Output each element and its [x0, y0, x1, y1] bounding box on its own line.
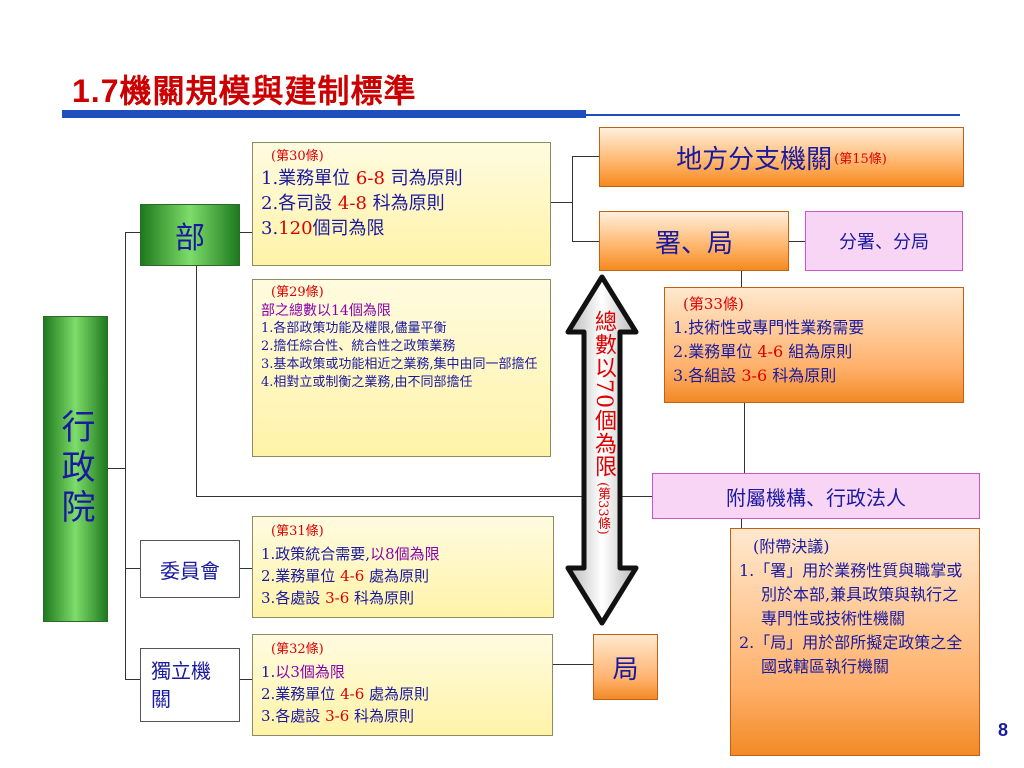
rule-art32-header: (第32條): [271, 642, 324, 657]
rule-art32-line2-value: 4-6: [340, 685, 365, 703]
node-admin-bureau-label: 署、局: [654, 228, 733, 259]
title-underline-thin: [586, 114, 960, 116]
rule-art33-line2-suffix: 組為原則: [783, 342, 853, 361]
connector: [741, 271, 742, 287]
arrow-label: 總數以70個為限 (第33條): [590, 310, 616, 610]
rule-art30-line1-value: 6-8: [355, 168, 385, 189]
connector: [125, 232, 140, 233]
connector: [551, 202, 573, 203]
rule-art32-line3: 3.各處設: [261, 707, 326, 725]
rule-art29-item: 3.基本政策或功能相近之業務,集中由同一部擔任: [261, 357, 538, 372]
rule-art33-line2: 2.業務單位: [673, 342, 758, 361]
rule-art33-header: (第33條): [683, 295, 744, 313]
rule-art29-item: 1.各部政策功能及權限,儘量平衡: [261, 321, 447, 336]
node-committee-label: 委員會: [160, 558, 220, 583]
resolution-item: 2.「局」用於部所擬定政策之全國或轄區執行機關: [739, 633, 963, 676]
rule-art31: (第31條) 1.政策統合需要,以8個為限 2.業務單位 4-6 處為原則 3.…: [252, 516, 554, 618]
node-ministry-label: 部: [175, 221, 205, 256]
arrow-label-article: (第33條): [595, 482, 610, 535]
rule-art32-line2-suffix: 處為原則: [364, 685, 430, 703]
rule-art31-line3: 3.各處設: [261, 589, 326, 607]
rule-art32: (第32條) 1.以3個為限 2.業務單位 4-6 處為原則 3.各處設 3-6…: [252, 634, 553, 736]
connector: [125, 232, 126, 680]
rule-art32-line3-value: 3-6: [325, 707, 350, 725]
rule-art29-item: 4.相對立或制衡之業務,由不同部擔任: [261, 375, 473, 390]
rule-art33: (第33條) 1.技術性或專門性業務需要 2.業務單位 4-6 組為原則 3.各…: [664, 287, 964, 403]
rule-art32-line1-limit: 以3個為限: [275, 663, 345, 681]
rule-art31-line2-value: 4-6: [340, 567, 365, 585]
node-affiliated: 附屬機構、行政法人: [652, 473, 980, 519]
node-independent: 獨立機關: [140, 648, 240, 722]
rule-art31-line3-suffix: 科為原則: [349, 589, 415, 607]
connector: [553, 664, 593, 665]
page-number: 8: [998, 720, 1009, 740]
rule-art31-line3-value: 3-6: [325, 589, 350, 607]
rule-art33-line1: 1.技術性或專門性業務需要: [673, 318, 865, 337]
resolution-header: (附帶決議): [753, 537, 830, 556]
rule-art30-line2-suffix: 科為原則: [366, 193, 445, 214]
connector: [196, 496, 652, 497]
rule-art33-line2-value: 4-6: [757, 342, 784, 361]
node-affiliated-label: 附屬機構、行政法人: [726, 485, 906, 510]
title-text: 機關規模與建制標準: [119, 72, 417, 110]
connector: [240, 679, 252, 680]
rule-art31-header: (第31條): [271, 524, 324, 539]
connector: [240, 568, 252, 569]
arrow-label-main: 總數以70個為限: [591, 310, 616, 478]
node-local-branch-label: 地方分支機關: [676, 144, 833, 175]
double-arrow-icon: [565, 274, 639, 626]
connector: [125, 568, 140, 569]
rule-art29: (第29條) 部之總數以14個為限 1.各部政策功能及權限,儘量平衡 2.擔任綜…: [252, 279, 551, 457]
connector: [744, 403, 745, 473]
node-independent-label: 獨立機關: [151, 659, 211, 711]
node-sub-admin-label: 分署、分局: [839, 232, 929, 253]
rule-art31-line2: 2.業務單位: [261, 567, 341, 585]
node-executive-yuan: 行政院: [43, 316, 108, 622]
rule-art29-item: 2.擔任綜合性、統合性之政策業務: [261, 339, 456, 354]
rule-art30-header: (第30條): [271, 149, 324, 164]
node-bureau: 局: [593, 634, 658, 700]
connector: [572, 156, 599, 157]
node-local-branch: 地方分支機關(第15條): [599, 127, 964, 187]
rule-art33-line3-suffix: 科為原則: [767, 366, 837, 385]
node-sub-admin: 分署、分局: [805, 211, 963, 271]
rule-art31-line1: 1.政策統合需要,: [261, 545, 371, 563]
connector: [741, 519, 742, 528]
node-executive-yuan-label: 行政院: [55, 409, 95, 529]
rule-art30-line1: 1.業務單位: [261, 168, 356, 189]
node-admin-bureau: 署、局: [599, 211, 789, 271]
connector: [196, 266, 197, 496]
rule-art32-line3-suffix: 科為原則: [349, 707, 415, 725]
title-number: 1.7: [72, 73, 120, 109]
rule-art30-line2: 2.各司設: [261, 193, 338, 214]
rule-art31-line1-limit: 以8個為限: [370, 545, 440, 563]
node-local-branch-article: (第15條): [834, 151, 887, 167]
rule-art30-line3: 3.: [261, 218, 279, 239]
rule-art33-line3: 3.各組設: [673, 366, 742, 385]
rule-art30-line3-value: 120: [278, 218, 313, 239]
rule-art32-line2: 2.業務單位: [261, 685, 341, 703]
title-underline-bar: [62, 110, 586, 118]
node-bureau-label: 局: [612, 654, 639, 685]
connector: [572, 241, 599, 242]
resolution-item: 1.「署」用於業務性質與職掌或別於本部,兼具政策與執行之專門性或技術性機關: [739, 561, 963, 628]
page-title: 1.7機關規模與建制標準: [72, 66, 417, 112]
rule-art33-line3-value: 3-6: [741, 366, 768, 385]
connector: [572, 156, 573, 242]
connector: [125, 679, 140, 680]
rule-art30: (第30條) 1.業務單位 6-8 司為原則 2.各司設 4-8 科為原則 3.…: [252, 142, 551, 266]
rule-art30-line2-value: 4-8: [337, 193, 367, 214]
connector: [789, 241, 805, 242]
rule-art30-line3-suffix: 個司為限: [312, 218, 385, 239]
node-ministry: 部: [140, 204, 240, 266]
resolution-note: (附帶決議) 1.「署」用於業務性質與職掌或別於本部,兼具政策與執行之專門性或技…: [730, 528, 980, 756]
rule-art31-line2-suffix: 處為原則: [364, 567, 430, 585]
rule-art32-line1: 1.: [261, 663, 276, 681]
connector: [240, 232, 252, 233]
rule-art30-line1-suffix: 司為原則: [384, 168, 463, 189]
rule-art29-lead: 部之總數以14個為限: [261, 303, 391, 319]
rule-art29-header: (第29條): [271, 285, 324, 300]
node-committee: 委員會: [140, 540, 240, 598]
connector: [108, 468, 126, 469]
